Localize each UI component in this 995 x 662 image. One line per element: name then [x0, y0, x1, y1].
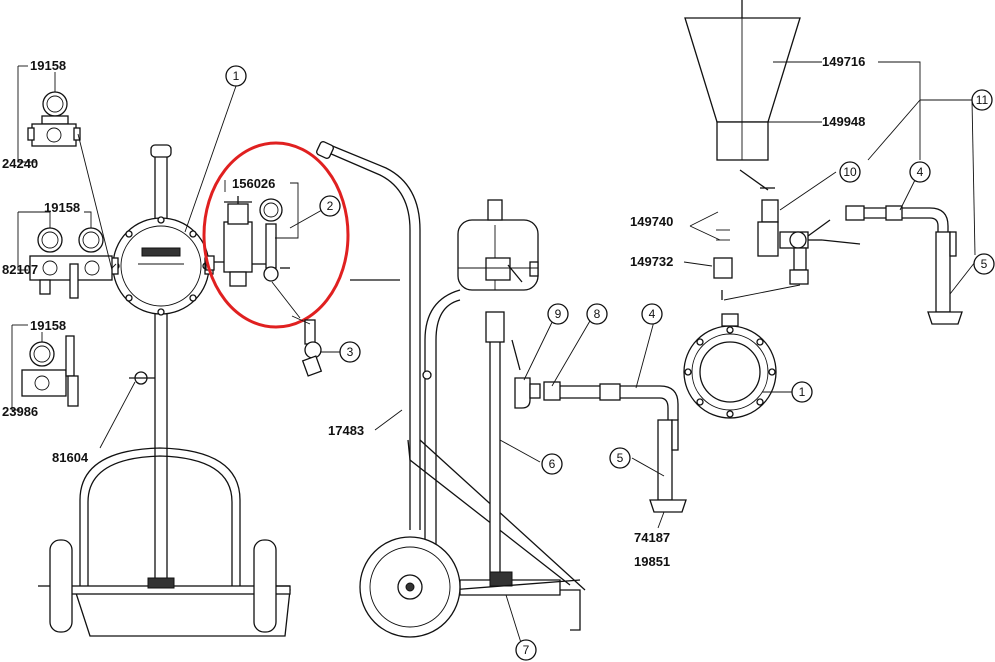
label-19851: 19851	[634, 554, 670, 569]
gauge-assembly-top	[27, 91, 81, 147]
label-17483: 17483	[328, 423, 364, 438]
callout-1-right: 1	[791, 381, 813, 403]
gauge-assembly-bottom	[21, 335, 79, 407]
callout-3: 3	[339, 341, 361, 363]
leaders-right	[523, 61, 976, 529]
right-hose-and-spout	[845, 205, 963, 325]
callout-3-text: 3	[347, 345, 354, 359]
callout-9-text: 9	[555, 307, 562, 321]
label-74187: 74187	[634, 530, 670, 545]
callout-5-right-text: 5	[981, 257, 988, 271]
label-149740: 149740	[630, 214, 673, 229]
label-19158-bottom: 19158	[30, 318, 66, 333]
left-cart	[38, 144, 291, 637]
label-82107: 82107	[2, 262, 38, 277]
callout-1-right-text: 1	[799, 385, 806, 399]
callout-11: 11	[971, 89, 993, 111]
callout-4-right-text: 4	[917, 165, 924, 179]
middle-cart	[316, 141, 586, 638]
label-156026: 156026	[232, 176, 275, 191]
pump-head-right	[683, 313, 777, 419]
hose-assembly	[511, 339, 687, 513]
callout-6: 6	[541, 453, 563, 475]
label-24240: 24240	[2, 156, 38, 171]
label-23986: 23986	[2, 404, 38, 419]
callout-4-right: 4	[909, 161, 931, 183]
highlight-circle	[202, 141, 350, 329]
callout-8-text: 8	[594, 307, 601, 321]
callout-5-middle: 5	[609, 447, 631, 469]
callout-5-middle-text: 5	[617, 451, 624, 465]
label-19158-middle: 19158	[44, 200, 80, 215]
label-81604: 81604	[52, 450, 89, 465]
callout-2: 2	[319, 195, 341, 217]
callout-7: 7	[515, 639, 537, 661]
leaders-middle	[374, 409, 541, 647]
callout-circles: 1 2 3 6 7 9 8 4	[225, 65, 995, 661]
callout-10-text: 10	[843, 165, 857, 179]
callout-7-text: 7	[523, 643, 530, 657]
hopper	[684, 0, 801, 191]
fitting-stack	[713, 199, 861, 301]
label-149948: 149948	[822, 114, 865, 129]
callout-9: 9	[547, 303, 569, 325]
callout-2-text: 2	[327, 199, 334, 213]
part-number-labels: 19158 24240 19158 82107 19158 23986 8160…	[2, 54, 865, 569]
callout-5-right: 5	[973, 253, 995, 275]
gauge-assembly-middle	[29, 227, 113, 299]
callout-4-middle: 4	[641, 303, 663, 325]
part-3-fitting	[291, 315, 323, 377]
callout-1-left-text: 1	[233, 69, 240, 83]
label-19158-top: 19158	[30, 58, 66, 73]
callout-11-text: 11	[976, 93, 989, 107]
label-149732: 149732	[630, 254, 673, 269]
callout-10: 10	[839, 161, 861, 183]
callout-4-middle-text: 4	[649, 307, 656, 321]
label-149716: 149716	[822, 54, 865, 69]
regulator-assembly	[205, 196, 290, 287]
callout-8: 8	[586, 303, 608, 325]
callout-1-left: 1	[225, 65, 247, 87]
callout-6-text: 6	[549, 457, 556, 471]
leaders-left	[11, 65, 340, 449]
